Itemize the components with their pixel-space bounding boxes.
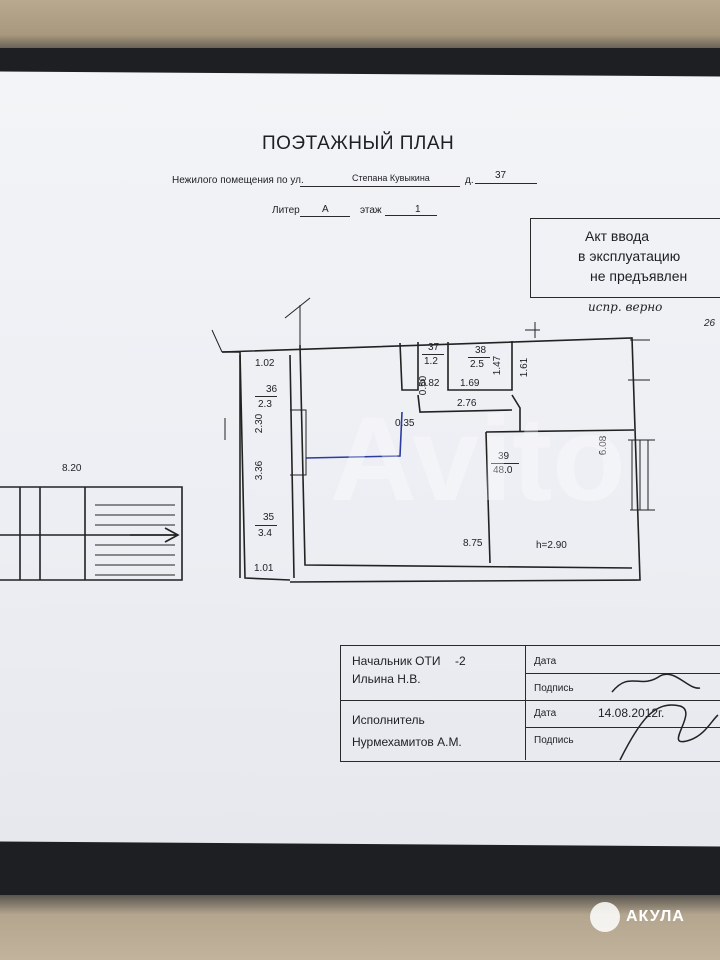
floor-label: этаж xyxy=(360,205,382,216)
liter-label: Литер xyxy=(272,205,300,216)
underline-liter xyxy=(300,216,350,217)
page-title: ПОЭТАЖНЫЙ ПЛАН xyxy=(262,133,455,154)
room-39-area: 48.0 xyxy=(493,465,513,476)
watermark: Avito xyxy=(330,392,626,526)
table-hdivider-r1 xyxy=(525,673,720,674)
stamp-box xyxy=(530,218,720,298)
underline-floor xyxy=(385,215,437,216)
room-37-number: 37 xyxy=(428,342,440,353)
dim-1-69: 1.69 xyxy=(460,378,480,389)
street-name: Степана Кувыкина xyxy=(352,173,430,183)
dim-0-82: 0.82 xyxy=(420,378,440,389)
room-35-number: 35 xyxy=(263,512,275,523)
room-38-number: 38 xyxy=(475,345,487,356)
sign-label-1: Подпись xyxy=(534,683,574,694)
date-label-1: Дата xyxy=(534,656,557,667)
signature-2 xyxy=(619,704,719,761)
floor-value: 1 xyxy=(415,204,421,215)
dim-8-75: 8.75 xyxy=(463,538,483,549)
sign-label-2: Подпись xyxy=(534,735,574,746)
stamp-line-2: в эксплуатацию xyxy=(578,248,681,264)
outer-wall xyxy=(221,337,641,583)
room-39-divider xyxy=(491,463,519,464)
role-executor: Исполнитель xyxy=(352,713,425,727)
logo-text: АКУЛА xyxy=(626,908,685,925)
underline-house xyxy=(475,183,537,184)
room-39-left-wall xyxy=(485,431,491,564)
handwritten-note: испр. верно xyxy=(588,300,663,314)
name-chief: Ильина Н.В. xyxy=(352,672,421,686)
inner-wall-main xyxy=(299,344,633,569)
left-corridor-wall xyxy=(222,351,291,581)
dim-1-01: 1.01 xyxy=(254,563,274,574)
name-executor: Нурмехамитов А.М. xyxy=(352,735,462,749)
table-vdivider xyxy=(525,645,526,760)
room-36-area: 2.3 xyxy=(258,399,272,410)
room-39-top-wall xyxy=(485,429,635,433)
underline-street xyxy=(300,186,460,187)
room-36-divider xyxy=(255,396,277,397)
table-hdivider-r2 xyxy=(525,727,720,728)
dim-8-20: 8.20 xyxy=(62,463,82,474)
room-38-divider xyxy=(468,357,490,358)
room-38-area: 2.5 xyxy=(470,359,484,370)
room-37-divider xyxy=(422,354,444,355)
role-chief-code: -2 xyxy=(455,654,466,668)
house-number: 37 xyxy=(495,170,507,181)
room-37-walls xyxy=(399,342,419,391)
role-chief: Начальник ОТИ xyxy=(352,654,441,668)
dim-0-35: 0.35 xyxy=(395,418,415,429)
stamp-line-1: Акт ввода xyxy=(585,228,650,244)
house-label: д. xyxy=(465,175,474,186)
room-37-area: 1.2 xyxy=(424,356,438,367)
room-35-area: 3.4 xyxy=(258,528,272,539)
room-36-number: 36 xyxy=(266,384,278,395)
margin-note: 26 xyxy=(704,318,716,329)
dim-2-76: 2.76 xyxy=(457,398,477,409)
partition-blue xyxy=(305,411,403,459)
subtitle-prefix: Нежилого помещения по ул. xyxy=(172,175,304,186)
shark-logo-icon xyxy=(590,902,620,932)
signature-1 xyxy=(611,673,701,693)
date-label-2: Дата xyxy=(534,708,557,719)
room-38-walls xyxy=(447,341,513,391)
signature-table xyxy=(340,645,720,762)
table-hdivider-mid xyxy=(340,700,720,701)
logo: АКУЛА xyxy=(590,902,685,932)
stamp-line-3: не предъявлен xyxy=(590,268,688,284)
liter-value: А xyxy=(322,204,329,215)
ceiling-height: h=2.90 xyxy=(536,540,567,551)
room-39-number: 39 xyxy=(498,451,510,462)
room-35-divider xyxy=(255,525,277,526)
dim-1-02: 1.02 xyxy=(255,358,275,369)
